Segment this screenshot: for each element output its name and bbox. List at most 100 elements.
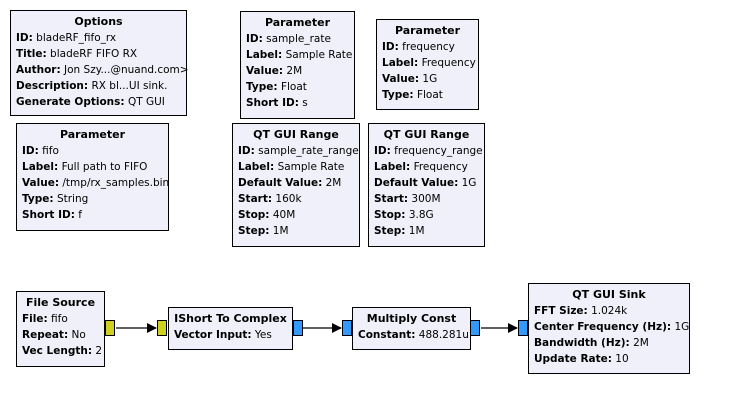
- param-line: Step: 1M: [374, 223, 479, 239]
- param-value: sample_rate_range: [258, 145, 359, 157]
- param-value: 10: [615, 353, 629, 365]
- multiply-const-out-port[interactable]: [470, 320, 480, 336]
- param-key: ID:: [246, 33, 263, 45]
- ishort-to-complex-in-port[interactable]: [157, 320, 167, 336]
- param-key: Vector Input:: [174, 329, 252, 341]
- param-value: bladeRF_fifo_rx: [36, 32, 117, 44]
- param-value: QT GUI: [127, 96, 165, 108]
- param-value: frequency_range: [394, 145, 483, 157]
- param-key: Default Value:: [238, 177, 323, 189]
- qt-gui-sink-in-port[interactable]: [518, 320, 528, 336]
- block-title: QT GUI Range: [383, 128, 470, 141]
- param-key: Start:: [374, 193, 409, 205]
- param-key: Short ID:: [22, 209, 75, 221]
- param-line: ID: sample_rate: [246, 31, 349, 47]
- param-line: Type: Float: [382, 87, 473, 103]
- param-value: Yes: [254, 329, 272, 341]
- param-key: Title:: [16, 48, 47, 60]
- param-key: File:: [22, 313, 48, 325]
- block-title: Multiply Const: [366, 312, 457, 325]
- param-key: Stop:: [238, 209, 270, 221]
- param-key: Label:: [382, 57, 419, 69]
- file-source-out-port[interactable]: [105, 320, 115, 336]
- param-line: Step: 1M: [238, 223, 354, 239]
- ishort-to-complex-block[interactable]: IShort To Complex Vector Input: Yes: [168, 307, 293, 350]
- param-key: Stop:: [374, 209, 406, 221]
- param-value: 1M: [408, 225, 425, 237]
- param-value: Jon Szy...@nuand.com>: [64, 64, 189, 76]
- param-value: 2M: [633, 337, 649, 349]
- param-value: No: [71, 329, 86, 341]
- block-title: File Source: [25, 296, 96, 309]
- block-title: Options: [74, 15, 123, 28]
- param-key: Label:: [238, 161, 275, 173]
- param-line: Generate Options: QT GUI: [16, 94, 181, 110]
- param-value: 300M: [411, 193, 441, 205]
- param-key: Start:: [238, 193, 273, 205]
- param-key: Short ID:: [246, 97, 299, 109]
- param-key: Description:: [16, 80, 89, 92]
- ishort-to-complex-out-port[interactable]: [293, 320, 303, 336]
- param-line: Label: Frequency: [382, 55, 476, 71]
- param-value: Float: [416, 89, 443, 101]
- param-value: fifo: [51, 313, 68, 325]
- param-line: Start: 160k: [238, 191, 354, 207]
- param-value: 1.024k: [591, 305, 628, 317]
- param-line: ID: frequency_range: [374, 143, 483, 159]
- multiply-const-in-port[interactable]: [342, 320, 352, 336]
- param-line: Stop: 3.8G: [374, 207, 479, 223]
- param-value: f: [78, 209, 82, 221]
- param-line: Value: 2M: [246, 63, 349, 79]
- param-line: Center Frequency (Hz): 1G: [534, 319, 689, 335]
- param-line: Label: Sample Rate: [238, 159, 354, 175]
- param-key: Value:: [22, 177, 60, 189]
- param-key: Default Value:: [374, 177, 459, 189]
- param-line: Title: bladeRF FIFO RX: [16, 46, 181, 62]
- param-value: RX bl...UI sink.: [91, 80, 168, 92]
- param-key: Constant:: [358, 329, 416, 341]
- param-line: Label: Full path to FIFO: [22, 159, 163, 175]
- param-value: /tmp/rx_samples.bin: [62, 177, 170, 189]
- param-key: ID:: [238, 145, 255, 157]
- param-value: 1G: [461, 177, 477, 189]
- param-key: Value:: [246, 65, 284, 77]
- param-line: ID: sample_rate_range: [238, 143, 359, 159]
- param-key: Label:: [374, 161, 411, 173]
- param-line: Short ID: f: [22, 207, 163, 223]
- param-key: Vec Length:: [22, 345, 93, 357]
- param-value: Sample Rate: [285, 49, 353, 61]
- param-line: Vec Length: 2: [22, 343, 102, 359]
- param-value: 1M: [272, 225, 289, 237]
- param-value: Full path to FIFO: [61, 161, 148, 173]
- param-line: FFT Size: 1.024k: [534, 303, 684, 319]
- param-value: 160k: [275, 193, 302, 205]
- param-value: Float: [280, 81, 307, 93]
- param-value: frequency: [402, 41, 455, 53]
- param-value: Frequency: [421, 57, 476, 69]
- param-key: Generate Options:: [16, 96, 125, 108]
- param-line: Type: Float: [246, 79, 349, 95]
- param-key: Type:: [22, 193, 54, 205]
- param-line: ID: bladeRF_fifo_rx: [16, 30, 181, 46]
- block-title: Parameter: [59, 128, 126, 141]
- param-line: Default Value: 2M: [238, 175, 354, 191]
- param-line: Constant: 488.281u: [358, 327, 469, 343]
- param-key: Label:: [22, 161, 59, 173]
- param-line: File: fifo: [22, 311, 99, 327]
- block-title: Parameter: [264, 16, 331, 29]
- param-key: ID:: [382, 41, 399, 53]
- param-line: Author: Jon Szy...@nuand.com>: [16, 62, 189, 78]
- multiply-const-block[interactable]: Multiply Const Constant: 488.281u: [352, 307, 471, 350]
- param-line: Label: Frequency: [374, 159, 479, 175]
- param-line: Value: 1G: [382, 71, 473, 87]
- param-value: Frequency: [413, 161, 468, 173]
- block-title: QT GUI Sink: [572, 288, 646, 301]
